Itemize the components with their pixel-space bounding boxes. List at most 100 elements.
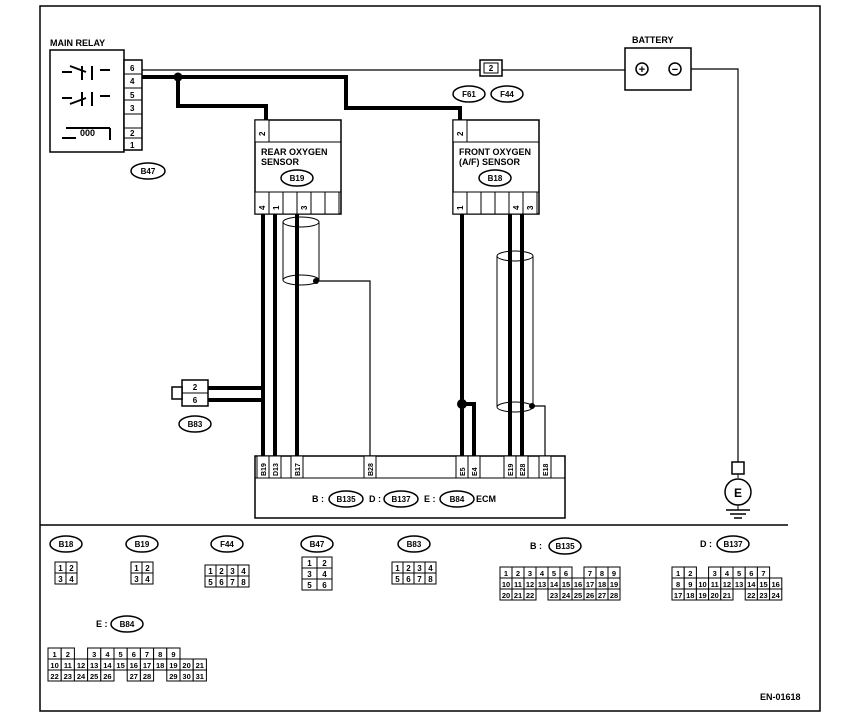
relay-pin-2: 2 [130, 129, 135, 138]
connector-pin: 29 [169, 672, 177, 681]
connector-pin: 20 [182, 661, 190, 670]
connector-pin: 18 [598, 580, 606, 589]
b83-badge [178, 415, 212, 433]
connector-pin: 18 [686, 591, 694, 600]
connector-pin: 12 [723, 580, 731, 589]
svg-text:6: 6 [193, 396, 198, 405]
connector-badge [716, 535, 750, 553]
ecm-pin-label: B19 [261, 463, 268, 476]
connector-prefix: B : [530, 541, 542, 551]
connector-pin: 5 [737, 569, 741, 578]
connector-pin: 6 [564, 569, 568, 578]
svg-text:2: 2 [193, 383, 198, 392]
connector-cell [607, 588, 621, 601]
b137-badge [383, 490, 419, 508]
connector-pin: 23 [64, 672, 72, 681]
connector-cell [769, 588, 783, 601]
connector-pin: 6 [322, 581, 327, 590]
connector-pin: 3 [230, 567, 235, 576]
connector-cell [139, 669, 155, 682]
connector-pin: 1 [504, 569, 508, 578]
pin-label: 1 [456, 205, 465, 210]
connector-pin: 2 [145, 564, 150, 573]
connector-pin: 7 [145, 650, 149, 659]
connector-pin: 6 [749, 569, 753, 578]
ecm-pin-cell [467, 455, 481, 479]
connector-pin: 6 [219, 578, 224, 587]
pin-cell [282, 191, 298, 215]
battery-minus-icon [668, 62, 682, 76]
svg-text:F61: F61 [462, 90, 476, 99]
connector-pin: 24 [772, 591, 781, 600]
svg-text:2: 2 [456, 131, 465, 136]
connector-id: B83 [407, 540, 422, 549]
connector-pin: 24 [562, 591, 571, 600]
connector-pin: 4 [145, 575, 150, 584]
pin-label: 1 [272, 205, 281, 210]
ecm-pin-label: B28 [368, 463, 375, 476]
connector-pin: 11 [64, 661, 72, 670]
svg-text:2: 2 [258, 131, 267, 136]
rear-sensor-title: REAR OXYGEN [261, 147, 328, 157]
connector-pin: 26 [586, 591, 594, 600]
relay-pin-1: 1 [130, 141, 135, 150]
connector-pin: 10 [502, 580, 510, 589]
connector-pin: 7 [417, 575, 422, 584]
b47-badge [130, 162, 166, 180]
connector-pin: 9 [688, 580, 692, 589]
svg-text:+: + [639, 64, 645, 76]
fuse-connector: 2 F61 F44 [452, 59, 524, 103]
connector-pin: 8 [676, 580, 680, 589]
connector-id: B47 [310, 540, 325, 549]
ecm-pin-label: E5 [460, 467, 467, 476]
pin-cell [324, 191, 340, 215]
connector-pin: 18 [156, 661, 164, 670]
connector-cell [424, 572, 437, 585]
ecm-pin-cell [515, 455, 529, 479]
connector-pin: 4 [322, 570, 327, 579]
shielded-cables [282, 216, 546, 456]
svg-text:B83: B83 [188, 420, 203, 429]
connector-id: B18 [59, 540, 74, 549]
connector-badge [210, 535, 244, 553]
ecm-pin-label: E28 [520, 463, 527, 476]
connector-prefix: D : [700, 539, 712, 549]
connector-badge [548, 537, 582, 555]
connector-pin: 7 [230, 578, 235, 587]
connector-pin: 4 [241, 567, 246, 576]
pin-label: 4 [258, 205, 267, 210]
ecm-pin-label: E19 [508, 463, 515, 476]
pin-cell [494, 191, 510, 215]
connector-pin: 13 [90, 661, 98, 670]
b47-label: B47 [141, 167, 156, 176]
connector-pin: 25 [574, 591, 582, 600]
pin-cell [522, 191, 538, 215]
connector-pin: 6 [406, 575, 411, 584]
connector-pin: 19 [610, 580, 618, 589]
diagram-code: EN-01618 [760, 692, 801, 702]
pin-cell [466, 191, 482, 215]
connector-pin: 23 [759, 591, 767, 600]
connector-cell [100, 669, 115, 682]
svg-text:B135: B135 [336, 495, 356, 504]
main-relay: MAIN RELAY 000 6 4 5 3 2 1 B47 [49, 38, 166, 180]
connector-pin: 8 [600, 569, 604, 578]
connector-pin: 17 [586, 580, 594, 589]
connector-pin: 28 [610, 591, 618, 600]
connector-pin: 2 [516, 569, 520, 578]
pin-label: 3 [526, 205, 535, 210]
connector-pin: 1 [53, 650, 57, 659]
connector-cell [523, 588, 537, 601]
connector-pin: 5 [119, 650, 123, 659]
connector-pin: 2 [688, 569, 692, 578]
pin-label: 3 [300, 205, 309, 210]
connector-cell [237, 575, 250, 588]
connector-pin: 1 [676, 569, 680, 578]
connector-pin: 14 [103, 661, 112, 670]
connector-pin: 12 [526, 580, 534, 589]
connector-pin: 5 [395, 575, 400, 584]
connector-id: B135 [555, 542, 575, 551]
